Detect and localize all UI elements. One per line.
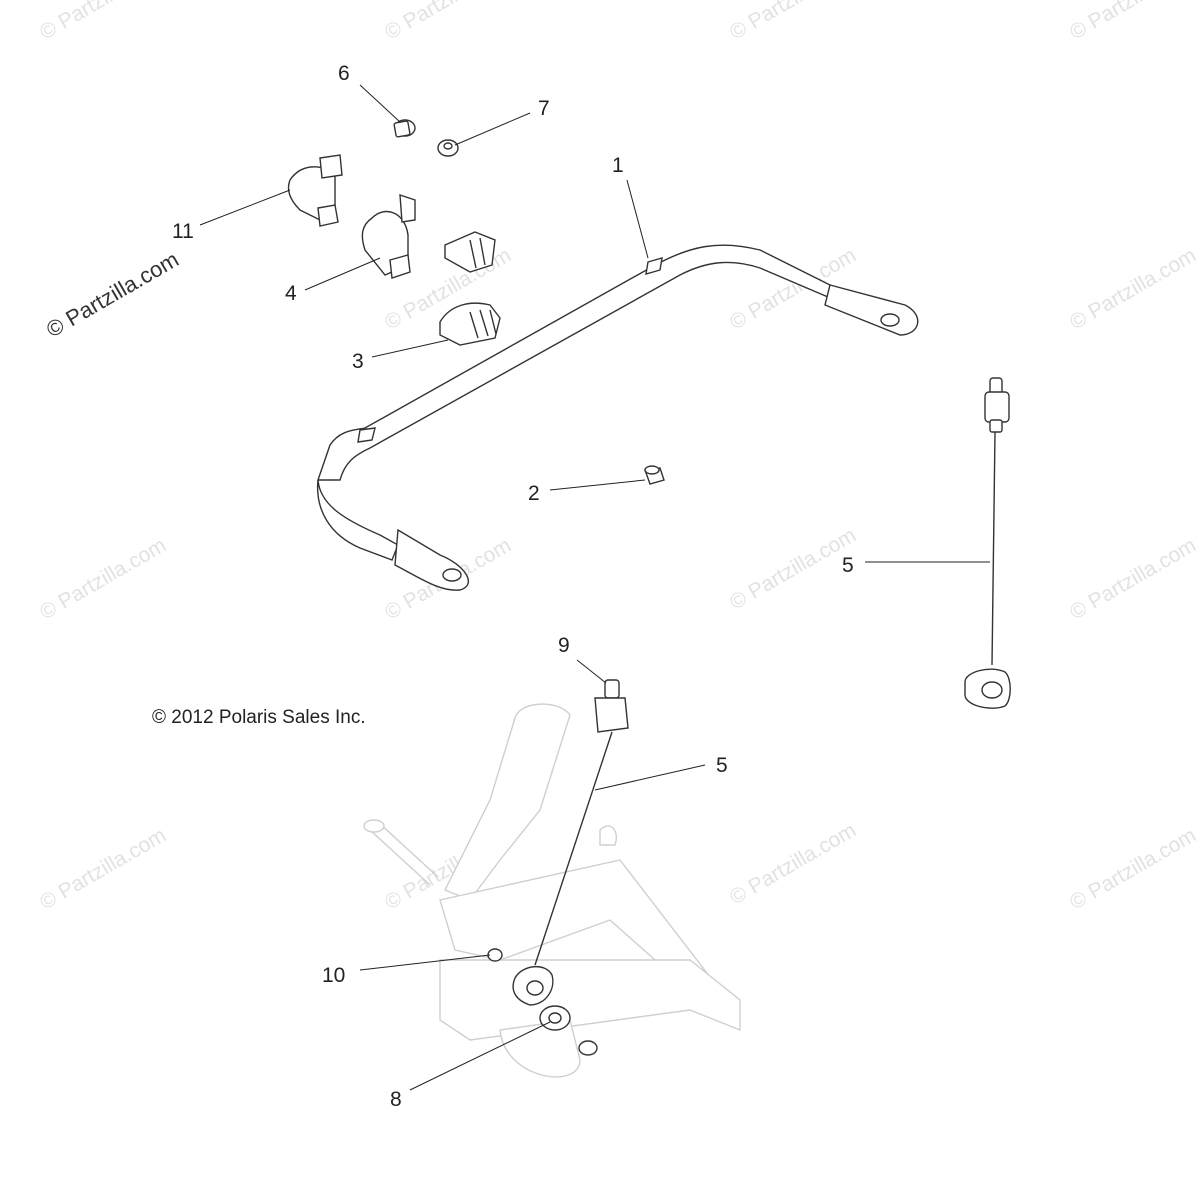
- watermark: © Partzilla.com: [726, 524, 860, 615]
- arm-nut: [578, 1040, 598, 1056]
- watermark: © Partzilla.com: [36, 534, 170, 625]
- callout-4: 4: [285, 282, 297, 305]
- grease-fitting: [644, 465, 665, 485]
- watermark: © Partzilla.com: [1066, 824, 1200, 915]
- callout-7: 7: [538, 97, 550, 120]
- watermark-dark: © Partzilla.com: [42, 247, 183, 343]
- watermark: © Partzilla.com: [1066, 244, 1200, 335]
- bushing-lower: [439, 302, 501, 346]
- copyright-text: © 2012 Polaris Sales Inc.: [152, 707, 366, 728]
- watermark: © Partzilla.com: [381, 0, 515, 44]
- callout-11: 11: [172, 220, 194, 243]
- callout-10: 10: [322, 964, 345, 987]
- leader-lines: [199, 84, 990, 1091]
- washer: [539, 1005, 571, 1031]
- callout-5-right: 5: [842, 554, 854, 577]
- callout-2: 2: [528, 482, 540, 505]
- nut: [437, 139, 459, 157]
- bracket: [361, 194, 416, 279]
- nut-lower: [487, 948, 503, 962]
- bolt: [393, 119, 416, 138]
- bushing-upper: [444, 231, 496, 273]
- callout-8: 8: [390, 1088, 402, 1111]
- watermark: © Partzilla.com: [726, 819, 860, 910]
- watermark: © Partzilla.com: [1066, 0, 1200, 44]
- watermarks: © Partzilla.com © Partzilla.com © Partzi…: [36, 0, 1200, 914]
- watermark: © Partzilla.com: [726, 0, 860, 44]
- clamp: [287, 154, 343, 227]
- stabilizer-bar: [316, 244, 919, 591]
- callout-5-lower: 5: [716, 754, 728, 777]
- sway-bar-link-lower: [512, 679, 629, 1006]
- callout-1: 1: [612, 154, 624, 177]
- sway-bar-link-right: [964, 377, 1011, 709]
- callout-6: 6: [338, 62, 350, 85]
- watermark: © Partzilla.com: [36, 824, 170, 915]
- watermark: © Partzilla.com: [1066, 534, 1200, 625]
- watermark: © Partzilla.com: [36, 0, 170, 44]
- callout-9: 9: [558, 634, 570, 657]
- callout-3: 3: [352, 350, 364, 373]
- callouts: 1 2 3 4 5 5 6 7 8 9 10 11: [172, 62, 854, 1111]
